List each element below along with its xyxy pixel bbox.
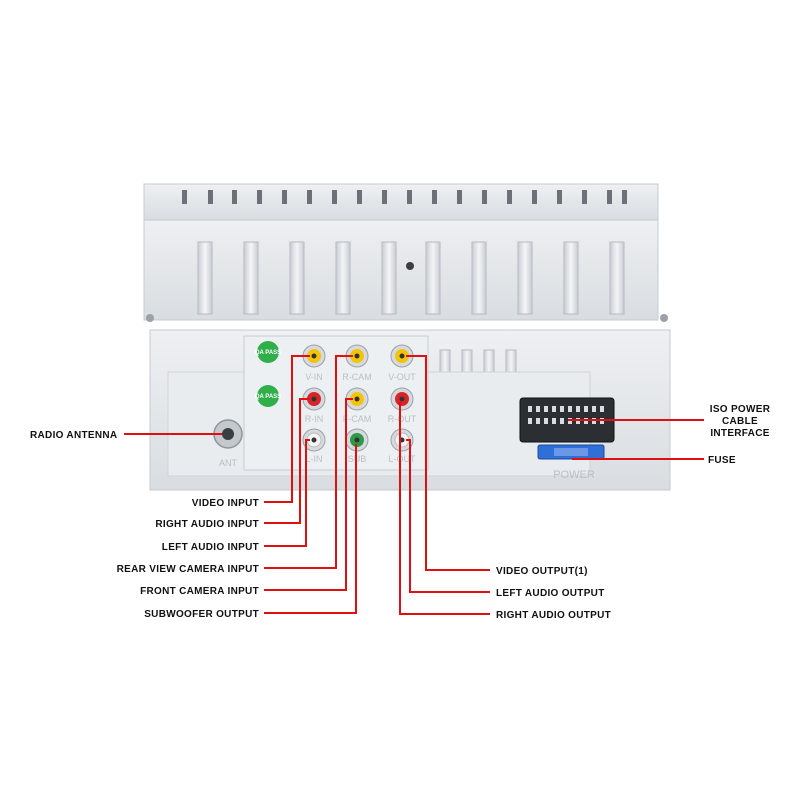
l-in-marking: L-IN <box>305 454 322 464</box>
label-iso-power-line2: CABLE <box>722 416 758 427</box>
label-rear-view-camera-input: REAR VIEW CAMERA INPUT <box>117 564 259 575</box>
label-iso-power-line1: ISO POWER <box>710 404 771 415</box>
label-left-audio-output: LEFT AUDIO OUTPUT <box>496 588 605 599</box>
jack-video-input <box>302 344 326 368</box>
label-radio-antenna: RADIO ANTENNA <box>30 430 117 441</box>
mount-hole <box>406 262 414 270</box>
jack-front-camera-input <box>345 387 369 411</box>
label-right-audio-output: RIGHT AUDIO OUTPUT <box>496 610 611 621</box>
jack-video-output <box>390 344 414 368</box>
qa-pass-badge-top: QA PASS <box>255 341 281 363</box>
qa-pass-badge-bottom: QA PASS <box>255 385 281 407</box>
label-left-audio-input: LEFT AUDIO INPUT <box>162 542 259 553</box>
antenna-jack <box>213 419 243 449</box>
labels: RADIO ANTENNA VIDEO INPUT RIGHT AUDIO IN… <box>30 404 771 621</box>
r-out-marking: R-OUT <box>388 414 417 424</box>
label-subwoofer-output: SUBWOOFER OUTPUT <box>144 609 259 620</box>
rca-jacks <box>302 344 414 452</box>
l-out-marking: L-OUT <box>389 454 417 464</box>
jack-right-audio-input <box>302 387 326 411</box>
v-out-marking: V-OUT <box>388 372 416 382</box>
heatsink-fins <box>197 241 625 315</box>
r-cam-marking: R-CAM <box>342 372 372 382</box>
svg-text:QA PASS: QA PASS <box>255 350 281 356</box>
label-video-output: VIDEO OUTPUT(1) <box>496 566 588 577</box>
f-cam-marking: F-CAM <box>343 414 372 424</box>
jack-right-audio-output <box>390 387 414 411</box>
v-in-marking: V-IN <box>305 372 323 382</box>
svg-text:QA PASS: QA PASS <box>255 394 281 400</box>
label-video-input: VIDEO INPUT <box>192 498 259 509</box>
leader-lines <box>124 355 704 615</box>
r-in-marking: R-IN <box>305 414 324 424</box>
vent-slots <box>182 190 627 204</box>
fuse <box>537 444 605 460</box>
jack-subwoofer-output <box>345 428 369 452</box>
label-fuse: FUSE <box>708 455 736 466</box>
jack-rear-view-camera-input <box>345 344 369 368</box>
label-iso-power-line3: INTERFACE <box>710 428 769 439</box>
ant-marking: ANT <box>219 458 238 468</box>
label-right-audio-input: RIGHT AUDIO INPUT <box>155 519 259 530</box>
label-front-camera-input: FRONT CAMERA INPUT <box>140 586 259 597</box>
power-marking: POWER <box>553 469 595 481</box>
